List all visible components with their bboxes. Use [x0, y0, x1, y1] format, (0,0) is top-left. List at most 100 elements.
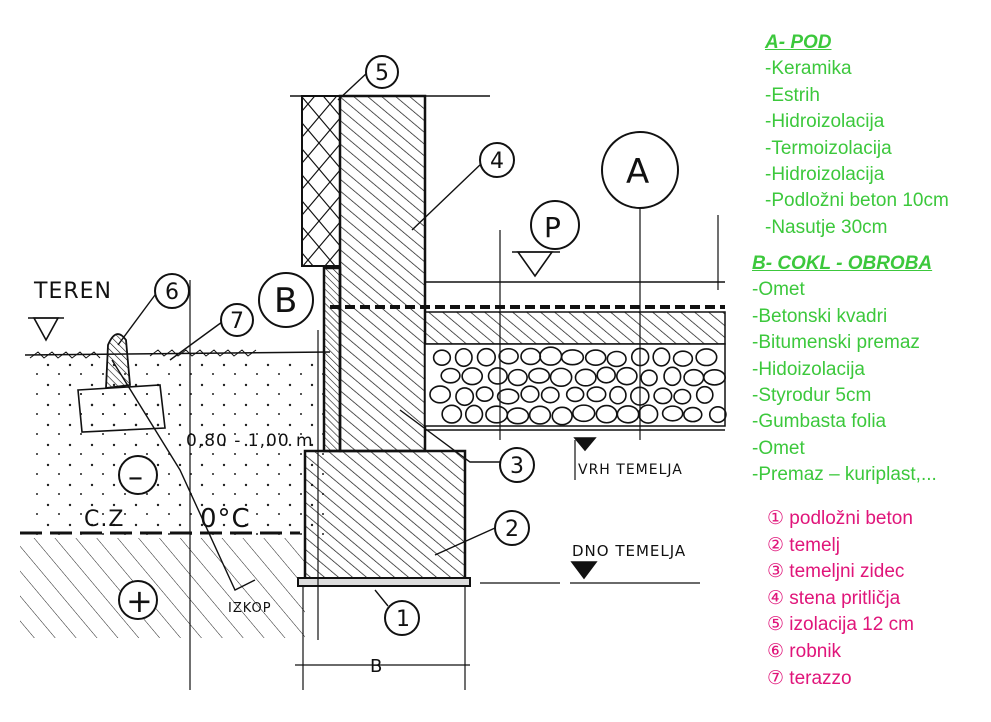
- legend-plinth-item: -Omet: [752, 437, 805, 459]
- legend-plinth-item: -Styrodur 5cm: [752, 385, 872, 407]
- excavation-line: [111, 359, 256, 591]
- ground-floor-wall: [338, 94, 427, 453]
- gravel-pebble: [560, 349, 585, 366]
- callout-1: 1: [396, 607, 410, 632]
- foundation-footing: [303, 449, 467, 583]
- dno-temelja-label: DNO TEMELJA: [572, 542, 686, 560]
- legend-parts-item: ⑥ robnik: [767, 640, 842, 662]
- gravel-pebble: [461, 367, 484, 386]
- gravel-pebble: [606, 350, 627, 368]
- legend-floor-heading: A- POD: [765, 32, 832, 53]
- callout-4: 4: [490, 149, 504, 174]
- callout-circles: [118, 55, 679, 636]
- legend-floor: A- POD -Keramika -Estrih -Hidroizolacija…: [765, 30, 949, 241]
- teren-label: TEREN: [33, 279, 112, 304]
- legend-floor-item: -Hidroizolacija: [765, 164, 885, 186]
- gravel-pebble: [652, 347, 671, 367]
- minus-sign: –: [128, 460, 143, 495]
- zero-degree-label: 0°C: [200, 504, 251, 534]
- gravel-pebble: [695, 348, 718, 367]
- legend-parts: ① podložni beton ② temelj ③ temeljni zid…: [767, 506, 914, 692]
- legend-plinth: B- COKL - OBROBA -Omet -Betonski kvadri …: [752, 251, 937, 489]
- callout-2: 2: [505, 517, 519, 542]
- gravel-pebble: [507, 368, 528, 387]
- vrh-temelja-label: VRH TEMELJA: [578, 462, 683, 478]
- gravel-pebble: [640, 369, 658, 387]
- legend-floor-item: -Estrih: [765, 84, 820, 106]
- legend-floor-item: -Nasutje 30cm: [765, 216, 888, 238]
- gravel-pebble: [429, 385, 452, 404]
- gravel-pebble: [596, 366, 616, 384]
- gravel-pebble: [551, 406, 573, 426]
- level-markers: [28, 251, 598, 580]
- legend-parts-item: ⑦ terazzo: [767, 667, 852, 689]
- gravel-pebble: [695, 385, 714, 404]
- legend-parts-item: ③ temeljni zidec: [767, 561, 905, 583]
- gravel-pebble: [708, 405, 727, 424]
- frost-label: C.Z: [84, 507, 124, 532]
- gravel-pebble: [663, 366, 682, 387]
- blinding-concrete: [297, 577, 471, 587]
- gravel-pebble: [432, 349, 452, 366]
- gravel-pebble: [498, 347, 519, 365]
- callout-a-label: A: [626, 152, 649, 192]
- gravel-pebble: [540, 386, 560, 404]
- legend-plinth-item: -Gumbasta folia: [752, 411, 887, 433]
- legend-floor-item: -Termoizolacija: [765, 137, 892, 159]
- legend-plinth-item: -Omet: [752, 279, 805, 301]
- plus-sign: +: [126, 582, 153, 620]
- curb-robnik: [77, 333, 166, 433]
- gravel-pebble: [672, 350, 694, 367]
- callout-6: 6: [165, 280, 179, 305]
- soil-left: [20, 349, 331, 638]
- legend-plinth-item: -Hidoizolacija: [752, 358, 865, 380]
- gravel-pebble: [454, 347, 473, 368]
- legend-parts-item: ② temelj: [767, 534, 840, 556]
- gravel-pebble: [653, 387, 673, 405]
- gravel-pebble: [549, 367, 573, 388]
- gravel-pebble: [574, 368, 597, 387]
- gravel-pebble: [584, 349, 607, 367]
- legend-floor-item: -Hidroizolacija: [765, 111, 885, 133]
- wall-insulation: [301, 95, 341, 267]
- gravel-pebble: [528, 367, 551, 384]
- gravel-pebble: [487, 367, 508, 385]
- gravel-pebble: [528, 405, 552, 425]
- gravel-pebble: [586, 386, 607, 403]
- gravel-pebble: [520, 385, 540, 403]
- gravel-pebble: [475, 386, 494, 402]
- legend-plinth-item: -Premaz – kuriplast,...: [752, 464, 937, 486]
- legend-parts-item: ⑤ izolacija 12 cm: [767, 614, 914, 636]
- gravel-pebble: [440, 367, 461, 384]
- gravel-pebble: [455, 387, 475, 407]
- callout-3: 3: [510, 454, 524, 479]
- gravel-pebble: [703, 369, 726, 386]
- legend-plinth-item: -Betonski kvadri: [752, 305, 888, 327]
- legend-parts-item: ④ stena pritličja: [767, 587, 901, 609]
- gravel-pebble: [616, 366, 638, 386]
- callout-p-label: P: [544, 211, 561, 244]
- dimension-lines: [189, 200, 719, 690]
- callout-5: 5: [375, 61, 389, 86]
- izkop-label: IZKOP: [228, 601, 272, 616]
- gravel-fill: [429, 346, 727, 426]
- gravel-pebble: [506, 407, 530, 425]
- gravel-pebble: [441, 404, 463, 424]
- leader-lines: [117, 71, 507, 607]
- gravel-pebble: [464, 404, 484, 424]
- gravel-pebble: [638, 404, 659, 424]
- callout-b-label: B: [274, 281, 297, 321]
- gravel-pebble: [572, 404, 596, 423]
- gravel-pebble: [565, 386, 585, 403]
- gravel-pebble: [673, 388, 692, 405]
- callout-7: 7: [230, 309, 244, 334]
- legend-floor-item: -Keramika: [765, 58, 852, 80]
- width-b-label: B: [370, 656, 383, 677]
- gravel-pebble: [496, 388, 520, 405]
- gravel-pebble: [476, 347, 497, 367]
- legend-plinth-heading: B- COKL - OBROBA: [752, 253, 933, 274]
- gravel-pebble: [683, 406, 703, 423]
- legend-floor-item: -Podložni beton 10cm: [765, 190, 949, 212]
- legend-plinth-item: -Bitumenski premaz: [752, 332, 920, 354]
